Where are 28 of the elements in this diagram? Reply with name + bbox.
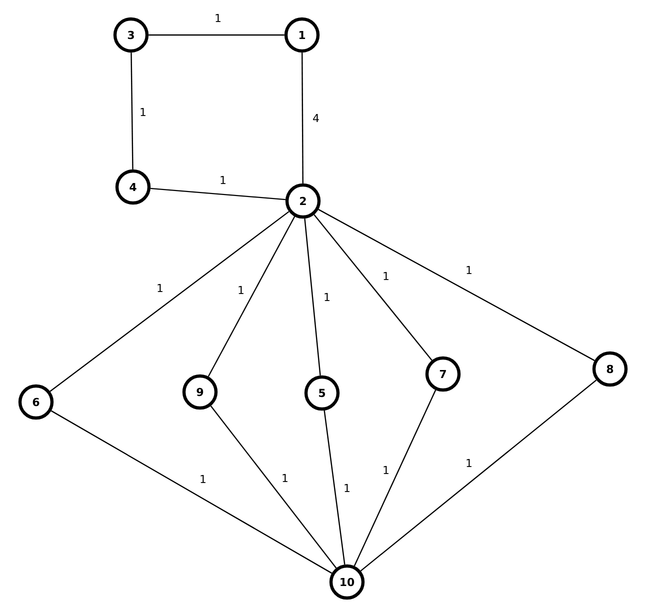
edge-label: 4 xyxy=(313,114,319,122)
edge-line xyxy=(318,208,595,362)
edge-line xyxy=(50,410,332,574)
edge-line xyxy=(148,34,284,36)
edge-label: 1 xyxy=(238,286,244,294)
edge-line xyxy=(150,188,286,200)
edge-label: 1 xyxy=(466,459,472,467)
edge-label: 1 xyxy=(200,475,206,483)
edge-label: 1 xyxy=(158,284,162,292)
edge-line xyxy=(304,218,321,376)
edge-label: 1 xyxy=(344,484,350,492)
edge-label: 1 xyxy=(324,293,330,301)
edge-line xyxy=(210,406,337,568)
edge-line xyxy=(50,211,290,392)
edge-line xyxy=(324,410,346,565)
edge-line xyxy=(354,390,436,566)
edge-line xyxy=(208,216,296,377)
edge-label: 1 xyxy=(384,272,388,280)
edge-line xyxy=(302,52,304,184)
edge-label: 1 xyxy=(220,176,226,184)
edge-line xyxy=(360,380,597,572)
edge-label: 1 xyxy=(384,466,388,474)
edge-label: 1 xyxy=(282,474,288,482)
edge-label: 1 xyxy=(466,266,472,274)
edge-line xyxy=(314,214,432,361)
edge-label: 1 xyxy=(140,108,146,116)
edge-line xyxy=(130,52,134,170)
edge-label: 1 xyxy=(216,14,220,22)
